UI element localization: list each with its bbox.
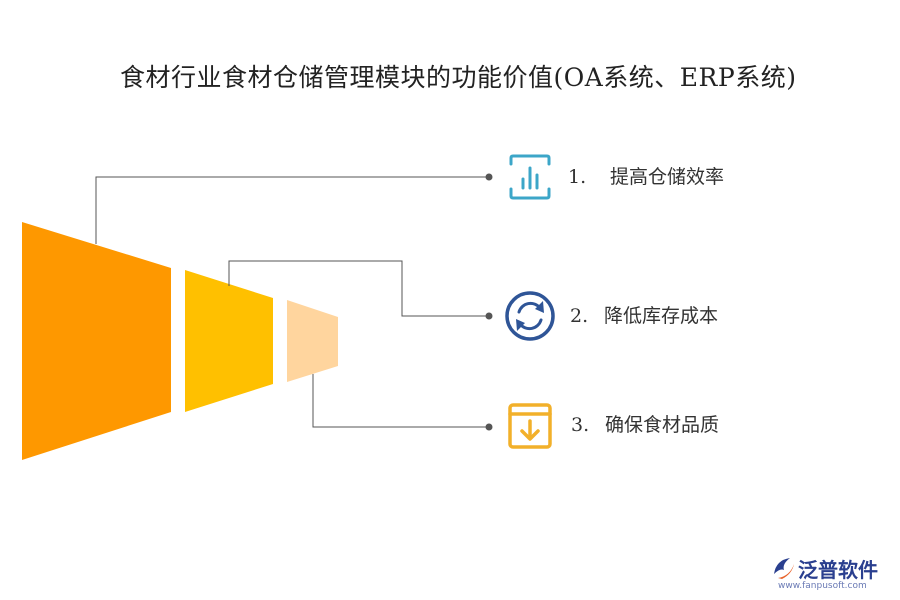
bar-chart-icon (509, 154, 551, 200)
connector-dot-3 (485, 423, 493, 431)
item-3-number: 3. (571, 414, 590, 436)
connector-line-2 (228, 260, 489, 317)
item-3-text: 3. 确保食材品质 (571, 410, 719, 437)
connector-line-3 (312, 374, 489, 428)
brand-logo: 泛普软件 www.fanpusoft.com (770, 552, 895, 596)
brand-name: 泛普软件 (798, 558, 878, 582)
connector-line-1 (95, 176, 489, 244)
funnel-segment-1 (22, 222, 171, 460)
item-1-text: 1. 提高仓储效率 (568, 162, 724, 189)
item-2-text: 2. 降低库存成本 (570, 301, 718, 328)
refresh-cycle-icon (505, 291, 555, 341)
item-1-number: 1. (568, 166, 587, 188)
funnel-segment-3 (287, 300, 338, 382)
page-title: 食材行业食材仓储管理模块的功能价值(OA系统、ERP系统) (120, 63, 797, 92)
item-3-label: 确保食材品质 (605, 414, 720, 436)
item-2-number: 2. (570, 305, 589, 327)
item-2-label: 降低库存成本 (604, 305, 719, 327)
funnel-segment-2 (185, 270, 273, 412)
fanpu-logo-icon (774, 558, 794, 579)
connector-dot-2 (485, 312, 493, 320)
connector-dot-1 (485, 173, 493, 181)
item-1-label: 提高仓储效率 (610, 166, 725, 188)
download-box-icon (508, 403, 552, 449)
brand-url: www.fanpusoft.com (778, 581, 867, 591)
